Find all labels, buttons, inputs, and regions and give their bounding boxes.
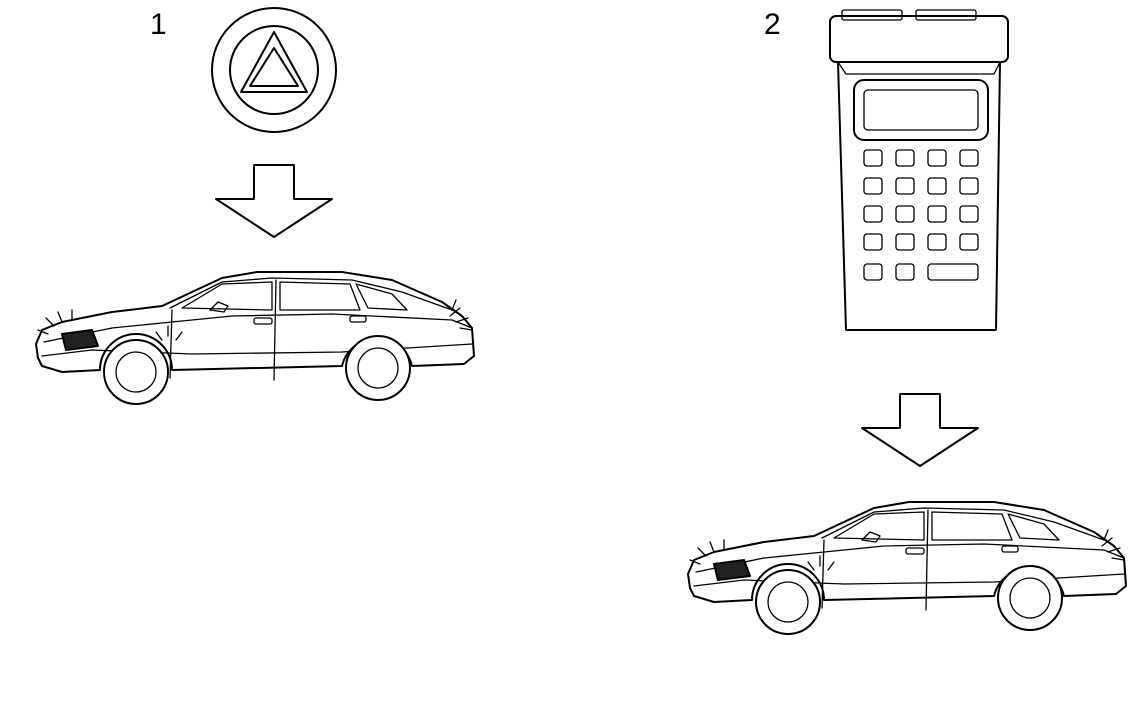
step-number-2: 2 [764,8,781,41]
step-2-down-arrow [861,393,979,467]
step-1-down-arrow [215,164,333,238]
hazard-warning-button-icon [211,7,337,133]
step-number-1: 1 [150,8,167,41]
step-2-car [687,501,1127,635]
diagnostic-tester-icon [829,9,1009,331]
step-1-car [35,271,475,405]
